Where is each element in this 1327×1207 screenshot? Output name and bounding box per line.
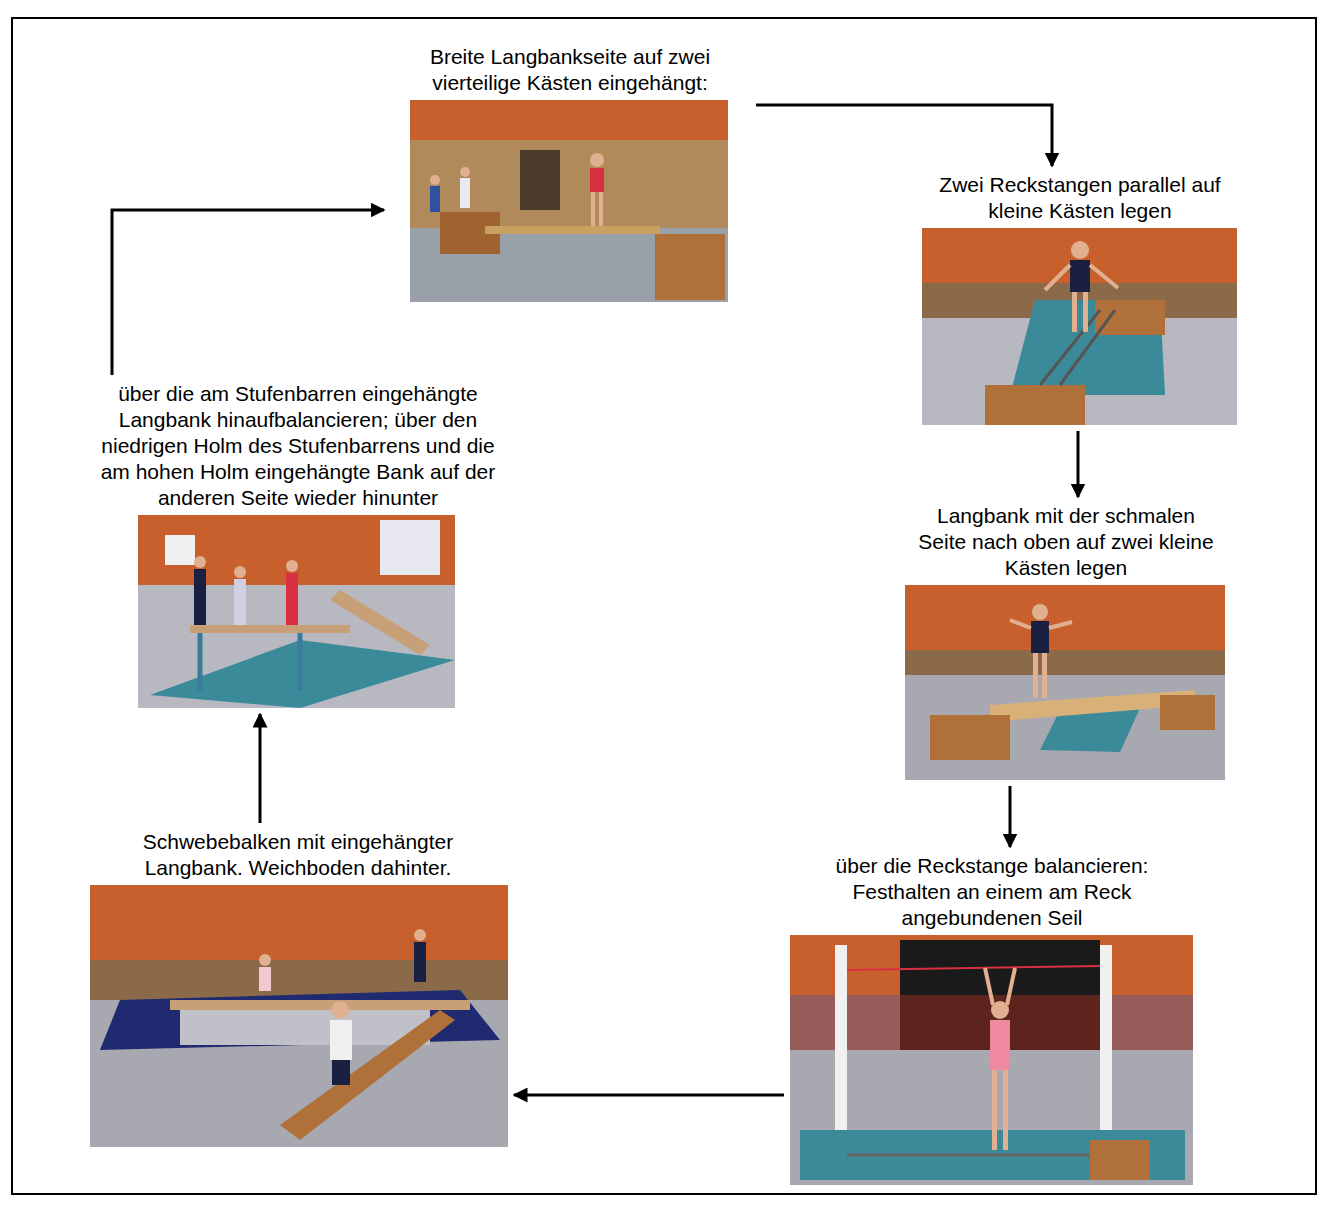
station-caption: Langbank mit der schmalen Seite nach obe… (916, 503, 1216, 581)
flow-arrow (756, 105, 1052, 166)
flow-arrow (259, 714, 262, 823)
photo-bench-on-boxes (410, 100, 728, 302)
flow-arrow (514, 1094, 784, 1097)
flow-arrow (1009, 786, 1012, 847)
station-caption: Zwei Reckstangen parallel auf kleine Käs… (935, 172, 1225, 224)
photo-reck-rope (790, 935, 1193, 1185)
flow-arrow (112, 210, 384, 375)
station-caption: über die Reckstange balancieren: Festhal… (802, 853, 1182, 931)
outer-frame (12, 18, 1316, 1194)
photo-narrow-bench (905, 585, 1225, 780)
station-box: Langbank mit der schmalen Seite nach obe… (905, 503, 1225, 780)
station-caption: Breite Langbankseite auf zwei vierteilig… (390, 44, 750, 96)
photo-parallel-bars (922, 228, 1237, 425)
photo-beam-bench (90, 885, 508, 1147)
station-box: Zwei Reckstangen parallel auf kleine Käs… (922, 172, 1237, 425)
flow-arrow (1077, 431, 1080, 497)
station-box: Breite Langbankseite auf zwei vierteilig… (390, 44, 750, 302)
station-box: über die Reckstange balancieren: Festhal… (790, 853, 1193, 1185)
photo-uneven-bars (138, 515, 455, 708)
station-caption: über die am Stufenbarren eingehängte Lan… (88, 381, 508, 511)
station-caption: Schwebebalken mit eingehängter Langbank.… (118, 829, 478, 881)
station-box: Schwebebalken mit eingehängter Langbank.… (90, 829, 508, 1147)
station-box: über die am Stufenbarren eingehängte Lan… (88, 381, 508, 708)
